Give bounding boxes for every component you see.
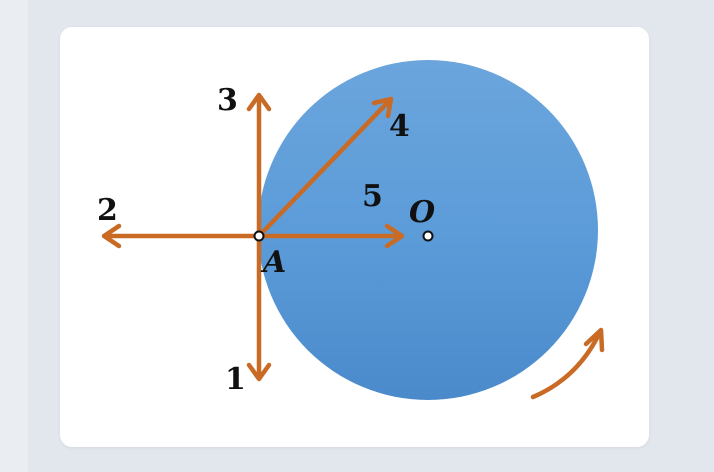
arrow-4-head [371,96,394,119]
label-point-o: O [409,195,435,230]
label-arrow-2: 2 [97,193,118,228]
rotating-disk [258,60,598,400]
label-arrow-4: 4 [389,109,410,144]
label-arrow-5: 5 [362,179,383,214]
label-arrow-1: 1 [225,362,246,397]
content-card: 1 2 3 4 5 A O [60,27,649,447]
left-edge-strip [0,0,28,472]
rotation-arrow-head [583,327,605,353]
arrow-3-head [246,92,272,112]
arrow-1-head [246,362,272,382]
diagram-svg: 1 2 3 4 5 A O [97,60,605,400]
arrow-4-diagonal [256,97,393,239]
arrow-2-head [101,223,122,249]
diagram-figure: 1 2 3 4 5 A O [93,60,617,415]
label-arrow-3: 3 [217,83,238,118]
point-a-dot [253,230,265,242]
center-o-dot [422,230,434,242]
rotation-direction-arrow [530,329,603,400]
arrow-5-head [384,223,405,249]
label-point-a: A [260,245,286,280]
